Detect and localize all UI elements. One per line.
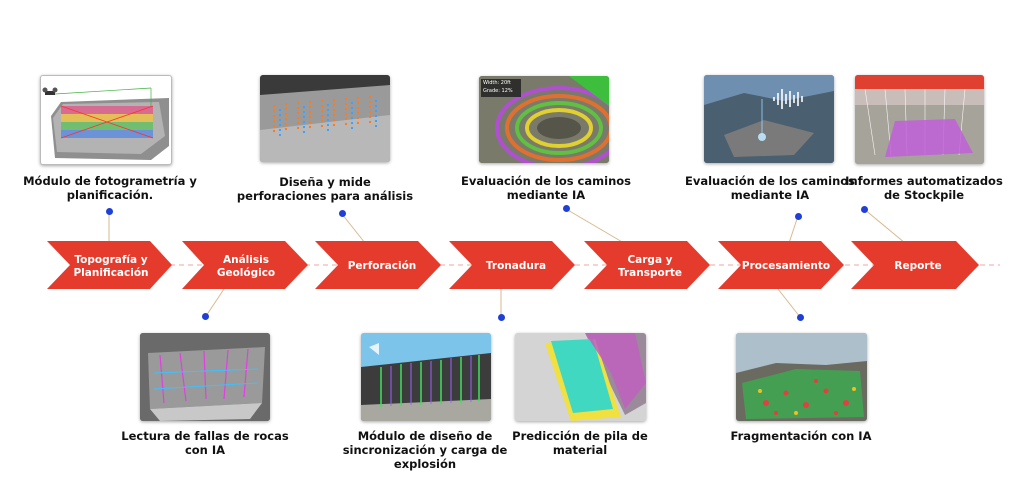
- step-chevron: [718, 241, 844, 289]
- connector-line: [863, 208, 906, 244]
- drill-pattern-illustration: [260, 75, 390, 162]
- top-item-label: Informes automatizados de Stockpile: [845, 174, 1003, 202]
- stockpile-illustration: [855, 75, 984, 164]
- step-6: Procesamiento: [718, 241, 844, 289]
- connector-line: [341, 213, 366, 244]
- connector-dot: [563, 205, 570, 212]
- bottom-item-label: Módulo de diseño de sincronización y car…: [342, 429, 508, 471]
- top-item-label: Módulo de fotogrametría y planificación.: [23, 174, 197, 202]
- haul-road-illustration: [479, 76, 609, 163]
- road-width-text: Width: 20ft: [483, 80, 511, 86]
- step-label: Tronadura: [486, 260, 546, 272]
- drone-survey-image: [40, 75, 172, 165]
- step-label: Transporte: [618, 267, 682, 279]
- drill-pattern-image: [260, 75, 390, 162]
- connector-line: [205, 288, 225, 317]
- connector-dot: [202, 313, 209, 320]
- connector-dot: [339, 210, 346, 217]
- bottom-item-label: Lectura de fallas de rocas con IA: [121, 429, 289, 457]
- step-label: Topografía y: [74, 254, 147, 266]
- step-label: Reporte: [894, 260, 941, 272]
- step-chevron: [182, 241, 308, 289]
- step-label: Geológico: [217, 267, 275, 279]
- mine-audio-illustration: [704, 75, 834, 163]
- rock-faults-illustration: [140, 333, 270, 421]
- top-item-label: Diseña y mide perforaciones para análisi…: [236, 175, 414, 203]
- step-4: Tronadura: [449, 241, 575, 289]
- haul-road-image: Width: 20ft Grade: 12%: [479, 76, 609, 163]
- blast-design-illustration: [361, 333, 491, 421]
- step-label: Carga y: [627, 254, 672, 266]
- step-2: Análisis Geológico: [182, 241, 308, 289]
- connector-line: [777, 288, 801, 318]
- step-1: Topografía y Planificación: [47, 241, 172, 289]
- step-chevron: [449, 241, 575, 289]
- muckpile-illustration: [515, 333, 646, 421]
- step-7: Reporte: [851, 241, 979, 289]
- step-chevron: [315, 241, 441, 289]
- step-label: Análisis: [223, 254, 269, 266]
- step-label: Procesamiento: [742, 260, 830, 272]
- step-label: Perforación: [348, 260, 417, 272]
- bottom-item-label: Fragmentación con IA: [730, 429, 872, 443]
- step-3: Perforación: [315, 241, 441, 289]
- connector-dot: [498, 314, 505, 321]
- top-item-label: Evaluación de los caminos mediante IA: [460, 174, 631, 202]
- road-grade-text: Grade: 12%: [483, 88, 513, 94]
- step-5: Carga y Transporte: [584, 241, 710, 289]
- connector-dot: [795, 213, 802, 220]
- step-chevron: [851, 241, 979, 289]
- step-chevron: [47, 241, 172, 289]
- blast-design-image: [361, 333, 491, 421]
- top-item-label: Evaluación de los caminos mediante IA: [684, 174, 855, 202]
- muckpile-image: [515, 333, 646, 421]
- connector-line: [565, 208, 625, 244]
- connector-line: [788, 215, 799, 244]
- step-chevron: [584, 241, 710, 289]
- rock-faults-image: [140, 333, 270, 421]
- fragmentation-image: [736, 333, 867, 421]
- stockpile-image: [855, 75, 984, 164]
- bottom-item-label: Predicción de pila de material: [512, 429, 648, 457]
- mine-audio-image: [704, 75, 834, 163]
- fragmentation-illustration: [736, 333, 867, 421]
- drone-survey-illustration: [42, 87, 169, 160]
- connector-dot: [106, 208, 113, 215]
- step-label: Planificación: [73, 267, 148, 279]
- connector-dot: [797, 314, 804, 321]
- connector-dot: [861, 206, 868, 213]
